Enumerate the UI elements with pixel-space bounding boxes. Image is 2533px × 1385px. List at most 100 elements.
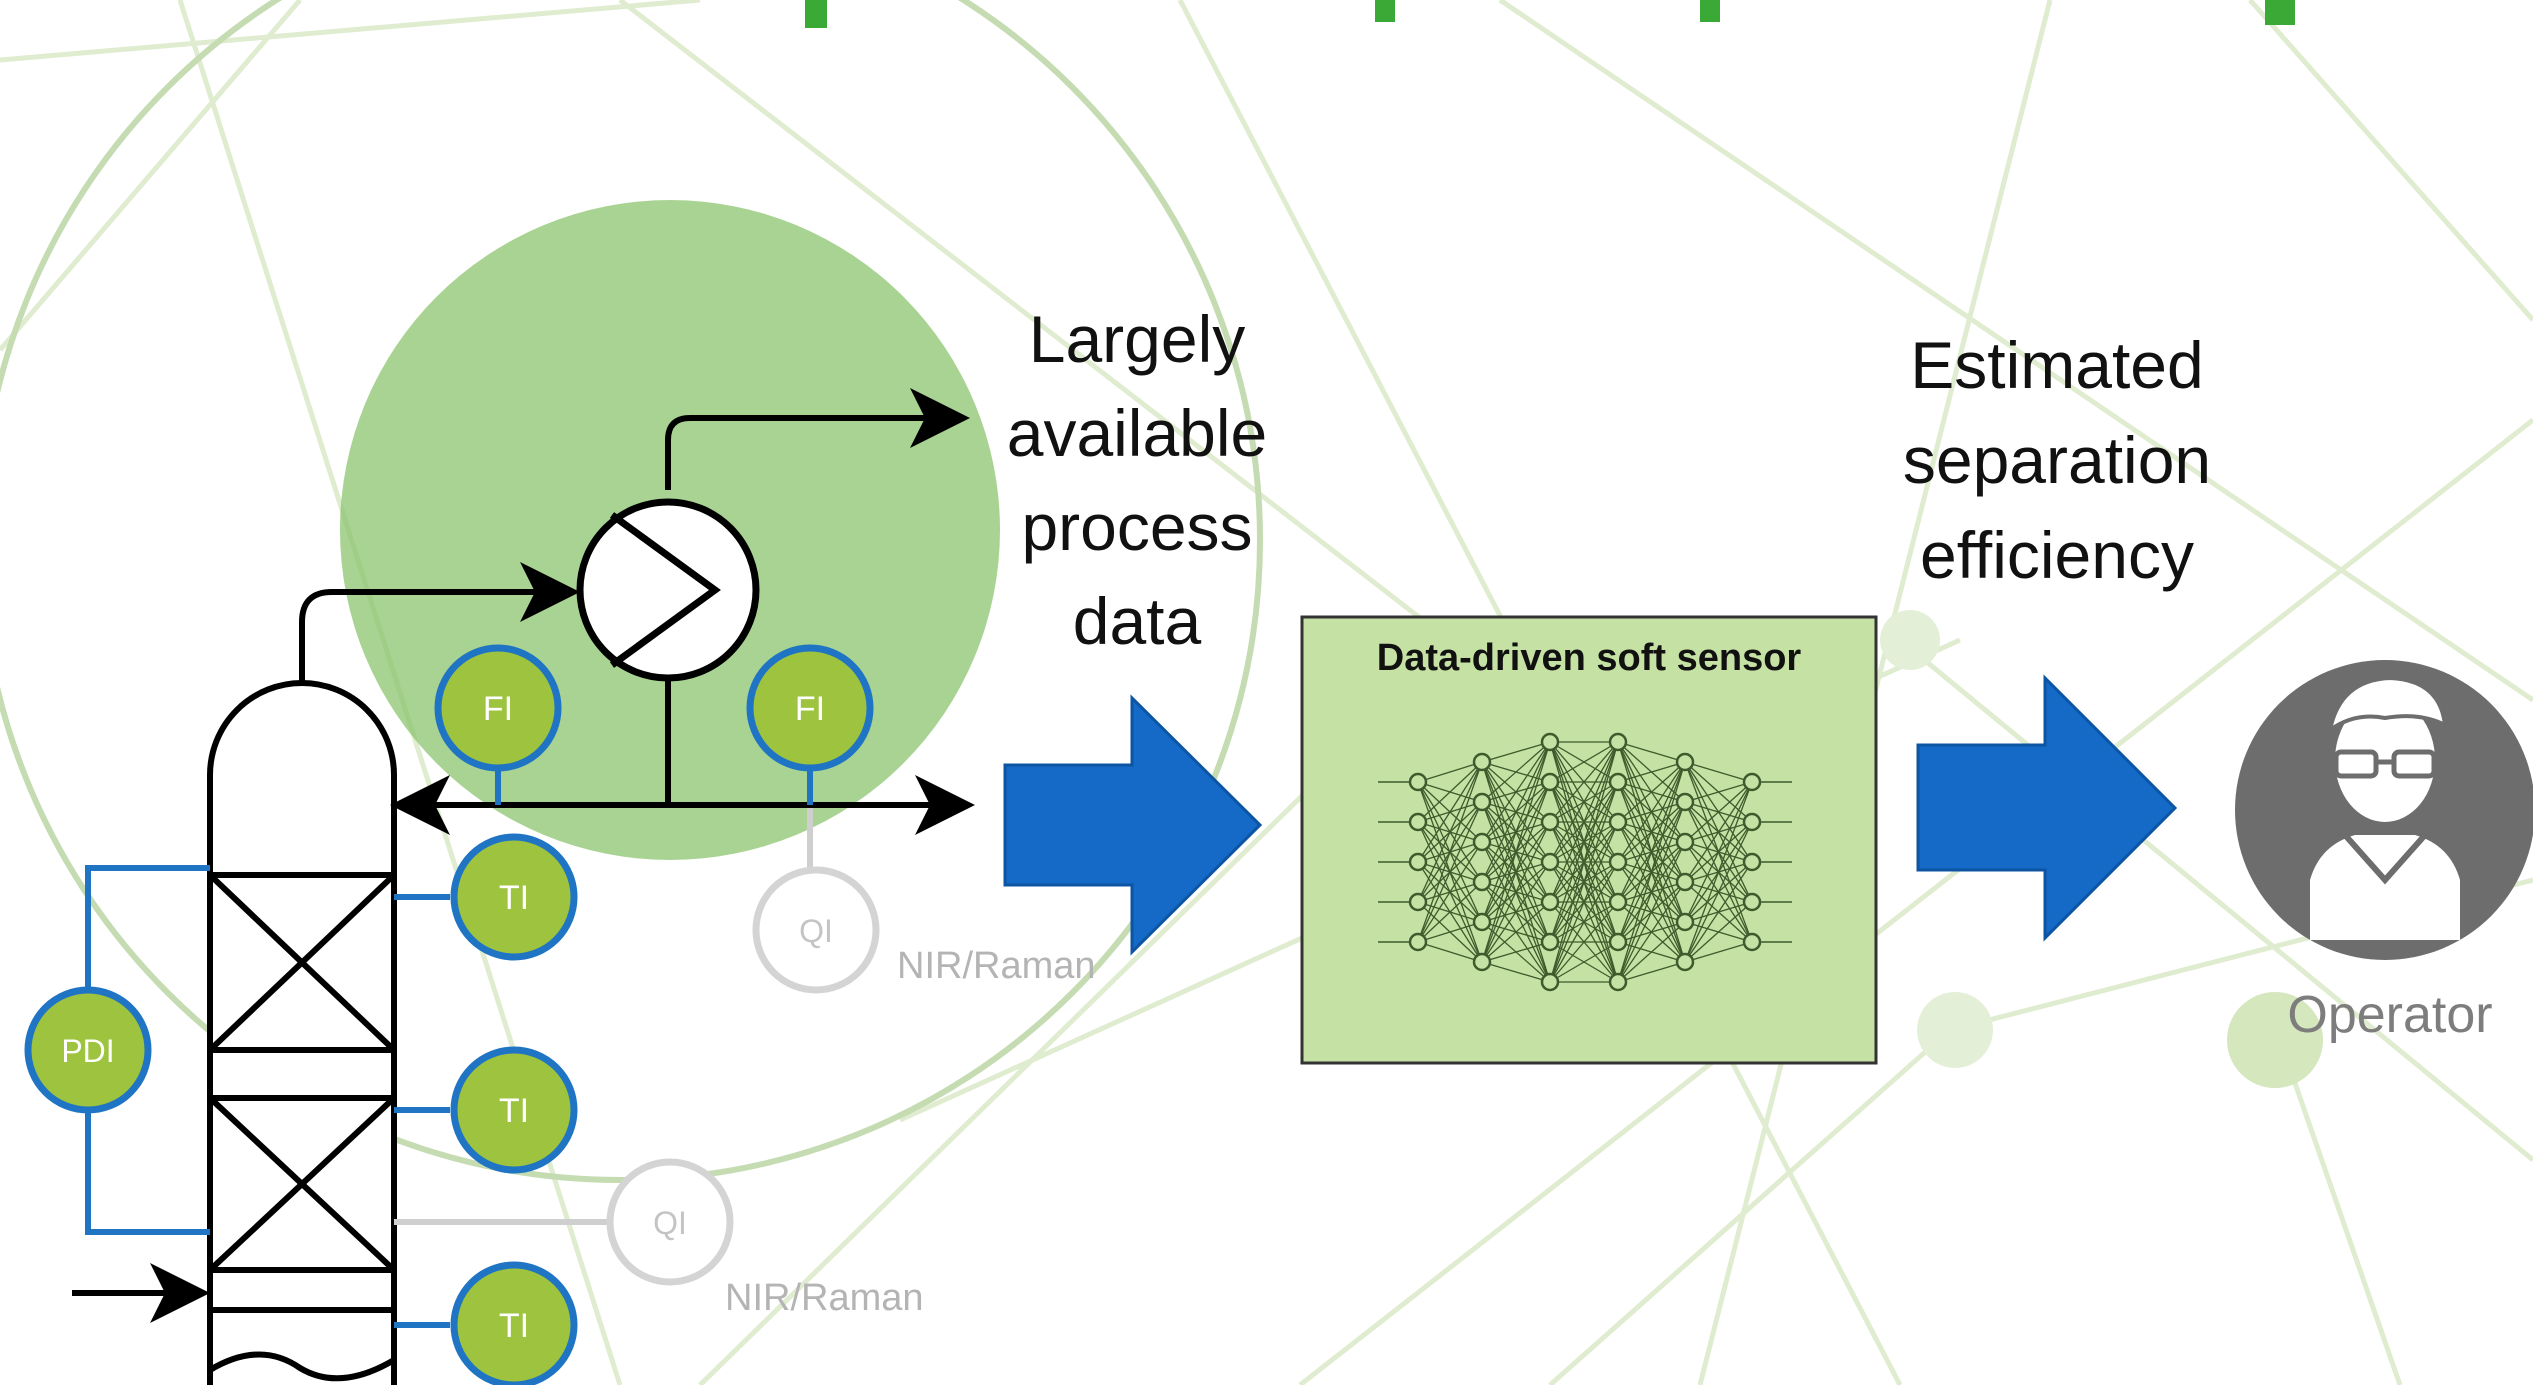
blue-arrow-icon-2: [1916, 674, 2178, 942]
title-fragments: [805, 0, 2295, 28]
nn-edge: [1684, 761, 1753, 783]
nn-node: [1675, 952, 1695, 972]
nn-edge: [1617, 761, 1686, 783]
nn-edge: [1417, 921, 1483, 943]
nn-edge: [1417, 761, 1483, 903]
nir-raman-bottom-label: NIR/Raman: [725, 1277, 924, 1319]
process-data-line-2: available: [1007, 396, 1268, 470]
soft-sensor-box: [1300, 615, 1878, 1065]
nn-node: [1540, 972, 1560, 992]
instrument-lines: [85, 770, 813, 1328]
instrument-pdi: PDI: [24, 986, 152, 1114]
nn-edge: [1684, 781, 1753, 843]
nn-edge: [1684, 941, 1753, 963]
instrument-ti-2: TI: [450, 1046, 578, 1174]
nn-node: [1472, 872, 1492, 892]
nn-edge: [1417, 761, 1483, 783]
nn-node: [1540, 812, 1560, 832]
soft-sensor-title: Data-driven soft sensor: [1377, 637, 1802, 679]
nn-edge: [1549, 861, 1619, 983]
nn-edge: [1617, 961, 1686, 983]
fi-right-label: FI: [795, 690, 825, 728]
nn-node: [1408, 892, 1428, 912]
nn-node: [1472, 952, 1492, 972]
nn-edge: [1549, 741, 1619, 863]
nn-edge: [1617, 741, 1686, 763]
nn-edge: [1617, 761, 1686, 943]
instrument-ti-1: TI: [450, 833, 578, 961]
nn-edge: [1549, 741, 1619, 943]
nn-node: [1408, 852, 1428, 872]
nn-edge: [1417, 761, 1483, 823]
nn-edge: [1481, 781, 1551, 963]
nn-edge: [1481, 961, 1551, 983]
nn-node: [1540, 932, 1560, 952]
fi-left-label: FI: [483, 690, 513, 728]
nn-edge: [1549, 741, 1619, 823]
nn-edge: [1617, 761, 1686, 903]
estimated-label: Estimated separation efficiency: [1903, 328, 2211, 592]
nn-node: [1742, 812, 1762, 832]
nn-edge: [1684, 781, 1753, 923]
nn-edge: [1617, 801, 1686, 983]
nn-node: [1675, 832, 1695, 852]
nn-edge: [1481, 741, 1551, 883]
faded-lines: [394, 808, 813, 1225]
ti-2-label: TI: [499, 1092, 529, 1130]
nn-node: [1742, 892, 1762, 912]
nn-edge: [1684, 861, 1753, 963]
piping: [299, 415, 940, 808]
nn-edge: [1481, 741, 1551, 963]
nn-node: [1608, 852, 1628, 872]
nn-edge: [1481, 861, 1551, 963]
process-data-label: Largely available process data: [1007, 302, 1268, 658]
nn-edge: [1549, 781, 1619, 983]
nn-edge: [1549, 941, 1619, 983]
estimated-line-2: separation: [1903, 423, 2211, 497]
feed-arrow: [72, 1263, 210, 1323]
instrument-qi-bottom: QI: [606, 1158, 734, 1286]
nn-edge: [1417, 941, 1483, 963]
distillation-column: [207, 680, 397, 1385]
nn-edge: [1549, 821, 1619, 983]
process-data-line-4: data: [1073, 584, 1202, 658]
instrument-ti-3: TI: [450, 1261, 578, 1385]
nn-node: [1408, 772, 1428, 792]
nn-edge: [1684, 781, 1753, 883]
nn-node: [1540, 852, 1560, 872]
nn-node: [1608, 932, 1628, 952]
nn-edge: [1417, 801, 1483, 943]
nn-node: [1472, 832, 1492, 852]
qi-bottom-label: QI: [653, 1205, 687, 1241]
ti-1-label: TI: [499, 879, 529, 917]
nn-edge: [1481, 741, 1551, 763]
nn-node: [1472, 912, 1492, 932]
process-data-line-1: Largely: [1029, 302, 1245, 376]
nn-node: [1540, 732, 1560, 752]
nn-node: [1408, 812, 1428, 832]
nn-node: [1742, 852, 1762, 872]
nn-edge: [1481, 741, 1551, 843]
nn-edge: [1684, 901, 1753, 963]
estimated-line-1: Estimated: [1910, 328, 2203, 402]
nn-node: [1408, 932, 1428, 952]
nn-node: [1540, 892, 1560, 912]
nn-edge: [1481, 941, 1551, 963]
instrument-fi-right: FI: [746, 644, 874, 772]
nn-node: [1608, 812, 1628, 832]
nn-edge: [1549, 741, 1619, 983]
qi-top-label: QI: [799, 913, 833, 949]
neural-network-icon: [1378, 732, 1792, 992]
heat-exchanger-icon: [576, 498, 760, 682]
nn-edge: [1684, 781, 1753, 963]
nn-edge: [1417, 761, 1483, 863]
pdi-label: PDI: [61, 1033, 114, 1069]
nir-raman-top-label: NIR/Raman: [897, 945, 1096, 987]
nn-edge: [1481, 741, 1551, 803]
nn-node: [1675, 872, 1695, 892]
nn-edge: [1617, 881, 1686, 983]
pipe-arrowheads: [390, 388, 975, 835]
nn-node: [1675, 752, 1695, 772]
nn-node: [1742, 932, 1762, 952]
